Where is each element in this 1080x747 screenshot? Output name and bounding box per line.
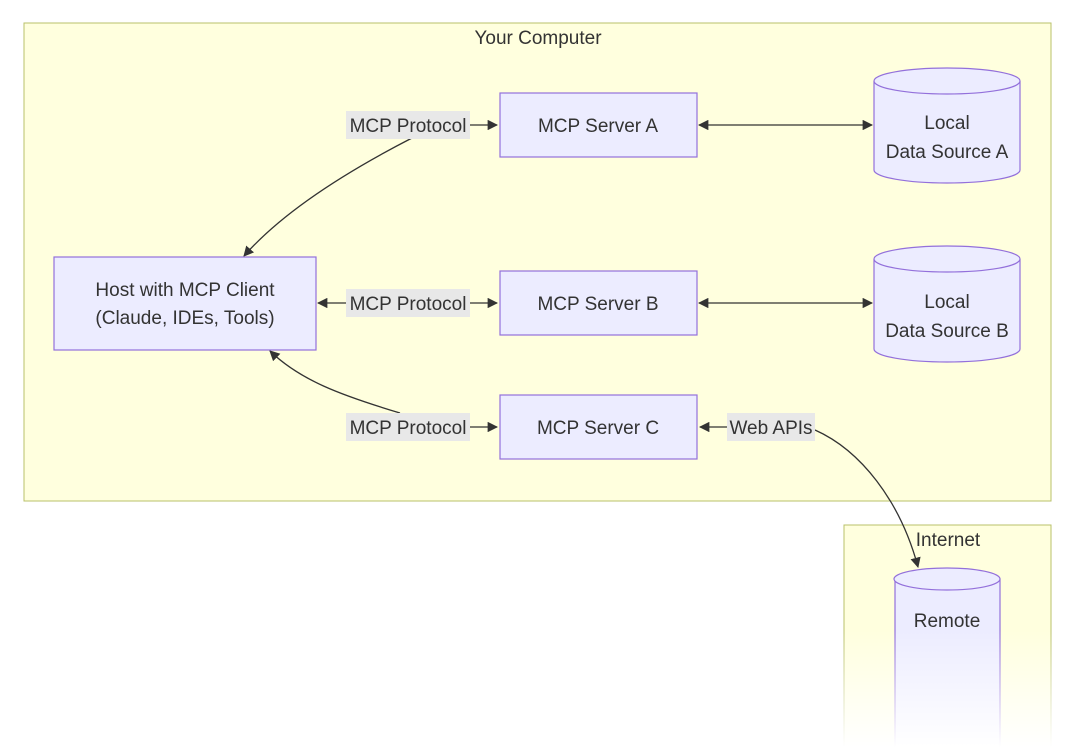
edge-label-web-apis: Web APIs — [727, 413, 815, 441]
node-data-source-b-line2: Data Source B — [885, 321, 1009, 342]
node-host: Host with MCP Client (Claude, IDEs, Tool… — [53, 256, 317, 351]
edge-label-protocol-c-text: MCP Protocol — [350, 418, 467, 439]
node-server-c-label: MCP Server C — [537, 418, 659, 439]
edge-label-protocol-a: MCP Protocol — [346, 111, 470, 139]
node-data-source-a-line1: Local — [924, 113, 969, 134]
node-server-b: MCP Server B — [499, 270, 698, 336]
node-data-source-b-line1: Local — [924, 292, 969, 313]
node-server-c: MCP Server C — [499, 394, 698, 460]
node-remote-label: Remote — [914, 611, 981, 632]
node-server-a-label: MCP Server A — [538, 116, 658, 137]
cylinder-a-body — [873, 81, 1021, 184]
edge-host-server-c — [269, 350, 401, 414]
edge-label-protocol-c: MCP Protocol — [346, 413, 470, 441]
cylinder-b-top — [873, 245, 1021, 273]
node-data-source-a-line2: Data Source A — [886, 142, 1009, 163]
edges — [243, 119, 921, 569]
bottom-fade-overlay — [830, 630, 1080, 747]
node-data-source-a: Local Data Source A — [873, 67, 1021, 184]
group-your-computer-label: Your Computer — [474, 28, 602, 49]
edge-label-web-apis-text: Web APIs — [729, 418, 812, 439]
cylinder-b-body — [873, 259, 1021, 363]
group-internet-label: Internet — [916, 530, 981, 551]
edge-label-protocol-b: MCP Protocol — [346, 289, 470, 317]
cylinder-a-top — [873, 67, 1021, 95]
node-server-b-label: MCP Server B — [537, 294, 658, 315]
node-host-line2: (Claude, IDEs, Tools) — [95, 308, 274, 329]
node-server-a: MCP Server A — [499, 92, 698, 158]
edge-host-server-a — [243, 137, 413, 257]
cylinder-remote-top — [893, 567, 1001, 591]
node-data-source-b: Local Data Source B — [873, 245, 1021, 363]
edge-label-protocol-a-text: MCP Protocol — [350, 116, 467, 137]
edge-webapis-remote — [814, 429, 921, 569]
node-host-line1: Host with MCP Client — [95, 280, 275, 301]
edge-label-protocol-b-text: MCP Protocol — [350, 294, 467, 315]
